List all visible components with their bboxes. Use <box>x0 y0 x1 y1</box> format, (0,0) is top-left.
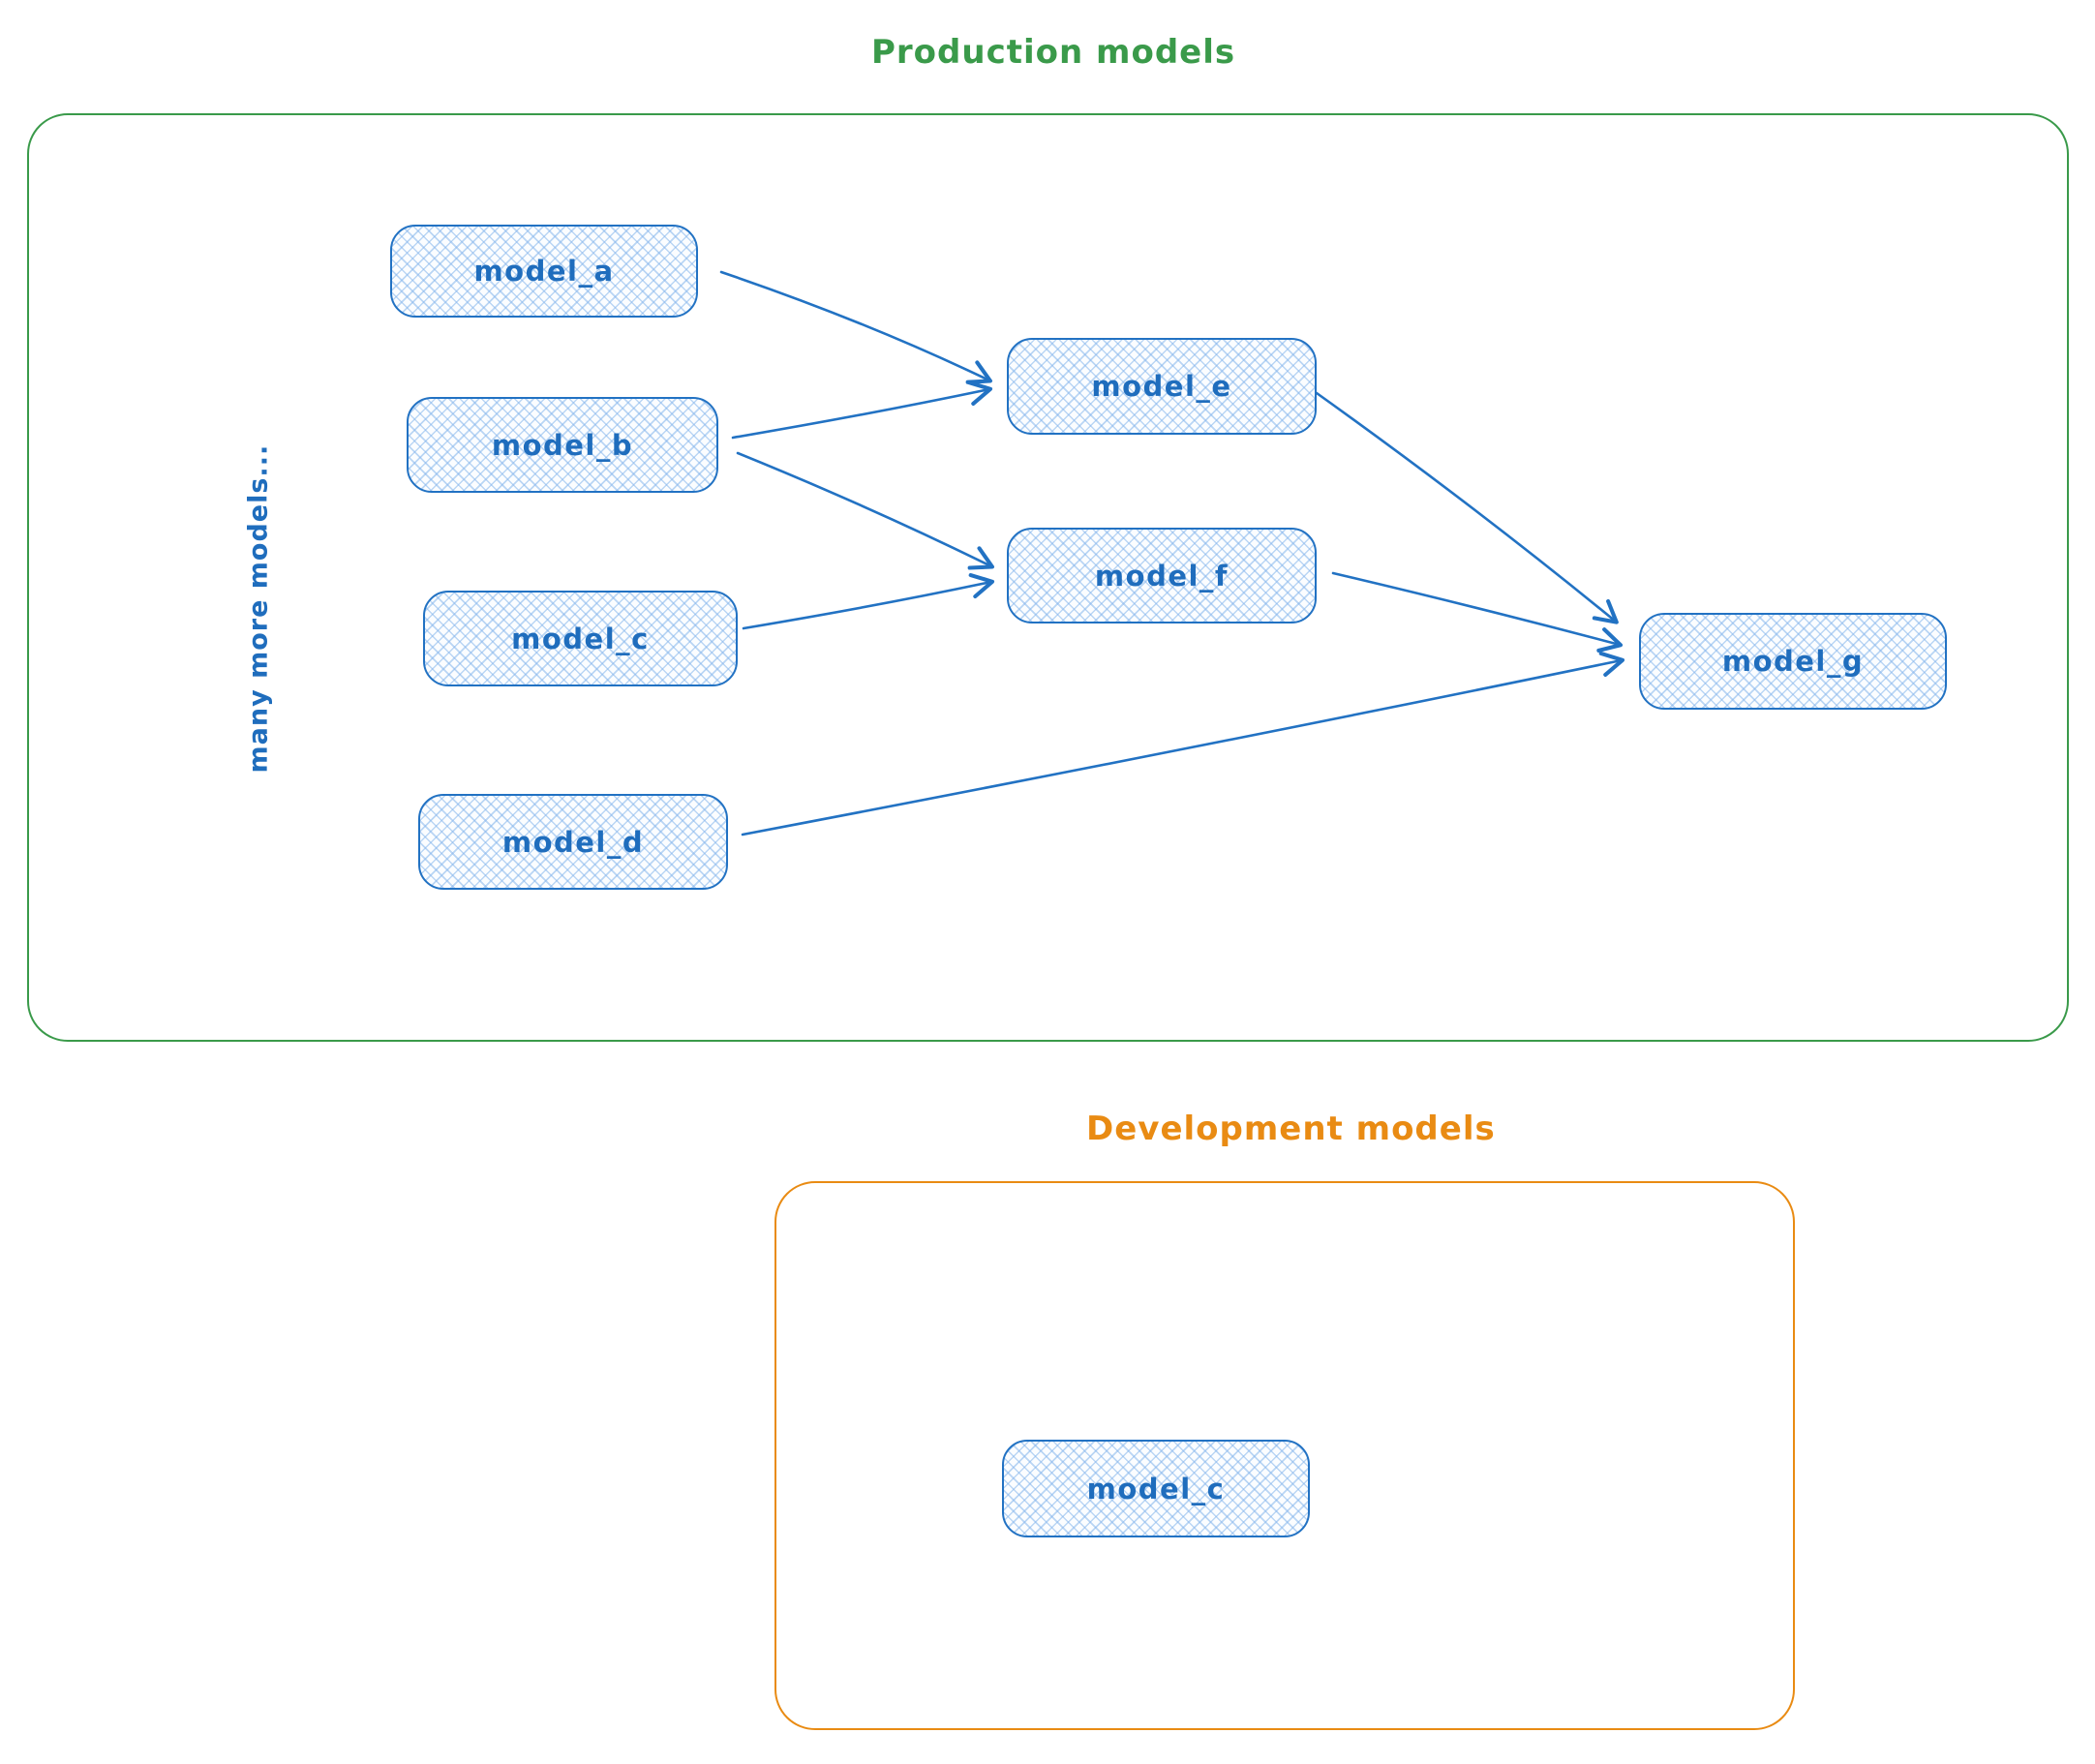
node-model-f[interactable]: model_f <box>1007 528 1317 623</box>
node-model-g[interactable]: model_g <box>1639 613 1947 710</box>
node-model-g-label: model_g <box>1721 645 1865 678</box>
node-dev-model-c-label: model_c <box>1086 1472 1226 1505</box>
node-model-d[interactable]: model_d <box>418 794 728 890</box>
node-model-c[interactable]: model_c <box>423 591 738 686</box>
development-group-title: Development models <box>1086 1110 1496 1148</box>
node-model-a-label: model_a <box>473 255 615 288</box>
node-model-f-label: model_f <box>1094 559 1230 593</box>
node-model-a[interactable]: model_a <box>390 225 698 318</box>
many-more-models-note: many more models... <box>243 443 274 774</box>
development-group-frame <box>774 1181 1795 1730</box>
node-model-b[interactable]: model_b <box>407 397 718 493</box>
production-group-frame <box>27 113 2069 1042</box>
node-model-e[interactable]: model_e <box>1007 338 1317 435</box>
node-model-b-label: model_b <box>491 428 634 462</box>
node-dev-model-c[interactable]: model_c <box>1002 1440 1310 1537</box>
node-model-e-label: model_e <box>1091 370 1232 403</box>
node-model-d-label: model_d <box>501 825 645 859</box>
node-model-c-label: model_c <box>511 622 650 655</box>
production-group-title: Production models <box>871 33 1236 72</box>
